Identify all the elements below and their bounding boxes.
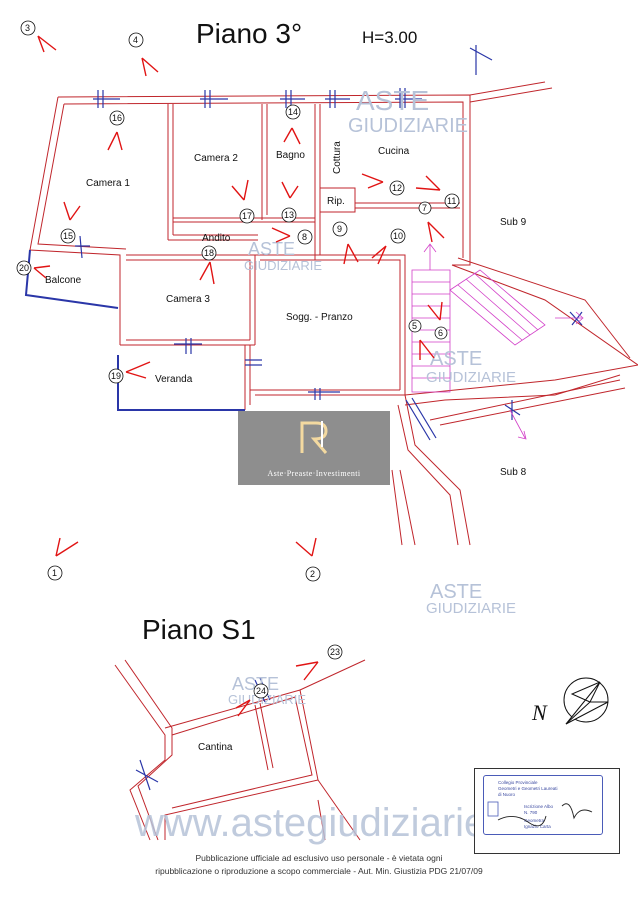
professional-stamp: Collegio Provinciale Geometri e Geometri…: [474, 768, 620, 854]
watermark-aste-4: ASTE: [430, 581, 482, 603]
marker-17: 17: [231, 179, 255, 224]
marker-10: 10: [371, 228, 406, 265]
svg-text:16: 16: [112, 113, 122, 123]
room-rip: Rip.: [327, 196, 345, 207]
marker-14: 14: [283, 104, 301, 145]
svg-text:20: 20: [19, 263, 29, 273]
marker-13: 13: [281, 181, 299, 223]
marker-18: 18: [199, 245, 217, 285]
svg-text:12: 12: [392, 183, 402, 193]
floor-s1-title: Piano S1: [142, 614, 256, 645]
stairs: [411, 243, 584, 440]
svg-text:18: 18: [204, 248, 214, 258]
svg-text:3: 3: [25, 23, 30, 33]
watermark-logo-box: Aste·Preaste·Investimenti: [238, 411, 390, 485]
svg-text:13: 13: [284, 210, 294, 220]
svg-text:10: 10: [393, 231, 403, 241]
svg-text:1: 1: [52, 568, 57, 578]
marker-6: 6: [427, 301, 448, 340]
room-labels: Camera 1 Camera 2 Bagno Cottura Cucina R…: [45, 141, 527, 753]
marker-2: 2: [295, 537, 321, 582]
walls-s1: [114, 659, 366, 841]
stamp-line-7: Ignazio Carta: [524, 824, 551, 829]
marker-11: 11: [415, 175, 460, 209]
watermark-aste-3: ASTE: [430, 348, 482, 370]
stamp-line-6: Geometra: [524, 818, 545, 823]
marker-4: 4: [128, 32, 159, 77]
floor-height-label: H=3.00: [362, 28, 418, 47]
photo-markers: 1 2 3 4 5 6 7 8 9 10 11 12 13 14 15 16 1…: [16, 20, 460, 717]
watermark-giudiziarie-3: GIUDIZIARIE: [426, 369, 516, 386]
marker-15: 15: [60, 201, 81, 244]
north-label: N: [532, 700, 547, 725]
svg-text:7: 7: [422, 203, 427, 213]
svg-text:15: 15: [63, 231, 73, 241]
watermark-texts: ASTE GIUDIZIARIE ASTE GIUDIZIARIE ASTE G…: [134, 85, 517, 845]
svg-text:8: 8: [302, 232, 307, 242]
marker-3: 3: [20, 20, 57, 53]
room-bagno: Bagno: [276, 150, 305, 161]
svg-text:24: 24: [256, 686, 266, 696]
room-cucina: Cucina: [378, 146, 410, 157]
room-veranda: Veranda: [155, 374, 193, 385]
walls: [29, 81, 638, 546]
watermark-url: www.astegiudiziarie.it: [134, 801, 517, 845]
svg-text:5: 5: [412, 321, 417, 331]
room-sub-9: Sub 9: [500, 217, 527, 228]
stamp-line-3: di Nuoro: [498, 792, 516, 797]
marker-9: 9: [332, 221, 359, 265]
svg-text:17: 17: [242, 211, 252, 221]
floor-3-title: Piano 3°: [196, 18, 303, 49]
stamp-seal-frame: Collegio Provinciale Geometri e Geometri…: [483, 775, 603, 835]
watermark-aste-1: ASTE: [356, 85, 429, 116]
svg-text:2: 2: [310, 569, 315, 579]
marker-16: 16: [107, 110, 125, 151]
svg-text:23: 23: [330, 647, 340, 657]
stamp-line-2: Geometri e Geometri Laureati: [498, 786, 558, 791]
marker-12: 12: [361, 173, 405, 196]
watermark-giudiziarie-1: GIUDIZIARIE: [348, 115, 468, 137]
room-cantina: Cantina: [198, 742, 233, 753]
north-compass-icon: [563, 677, 609, 725]
watermark-logo-icon: [300, 421, 328, 454]
room-camera-2: Camera 2: [194, 153, 238, 164]
room-sub-8: Sub 8: [500, 467, 527, 478]
marker-5: 5: [408, 319, 435, 360]
footer-line-1: Pubblicazione ufficiale ad esclusivo uso…: [195, 853, 443, 863]
stamp-line-1: Collegio Provinciale: [498, 780, 538, 785]
svg-text:6: 6: [438, 328, 443, 338]
svg-text:9: 9: [337, 224, 342, 234]
marker-19: 19: [108, 361, 151, 384]
svg-text:19: 19: [111, 371, 121, 381]
svg-text:14: 14: [288, 107, 298, 117]
marker-7: 7: [418, 201, 445, 243]
marker-1: 1: [47, 537, 79, 581]
room-balcone: Balcone: [45, 275, 82, 286]
svg-text:11: 11: [447, 196, 456, 206]
marker-20: 20: [16, 260, 51, 279]
svg-text:4: 4: [133, 35, 138, 45]
watermark-aste-2: ASTE: [248, 239, 295, 259]
marker-8: 8: [271, 227, 313, 245]
watermark-giudiziarie-2: GIUDIZIARIE: [244, 258, 322, 273]
watermark-giudiziarie-4: GIUDIZIARIE: [426, 600, 516, 617]
watermark-tagline: Aste·Preaste·Investimenti: [267, 469, 361, 478]
room-soggiorno: Sogg. - Pranzo: [286, 312, 353, 323]
room-andito: Andito: [202, 233, 231, 244]
signature-icon: [487, 801, 593, 827]
stamp-line-5: N. 790: [524, 810, 538, 815]
room-camera-3: Camera 3: [166, 294, 210, 305]
room-camera-1: Camera 1: [86, 178, 130, 189]
room-cottura: Cottura: [332, 141, 343, 174]
marker-24: 24: [235, 683, 269, 717]
marker-23: 23: [295, 644, 343, 681]
stamp-line-4: Iscrizione Albo: [524, 804, 554, 809]
footer-line-2: ripubblicazione o riproduzione a scopo c…: [155, 866, 483, 876]
